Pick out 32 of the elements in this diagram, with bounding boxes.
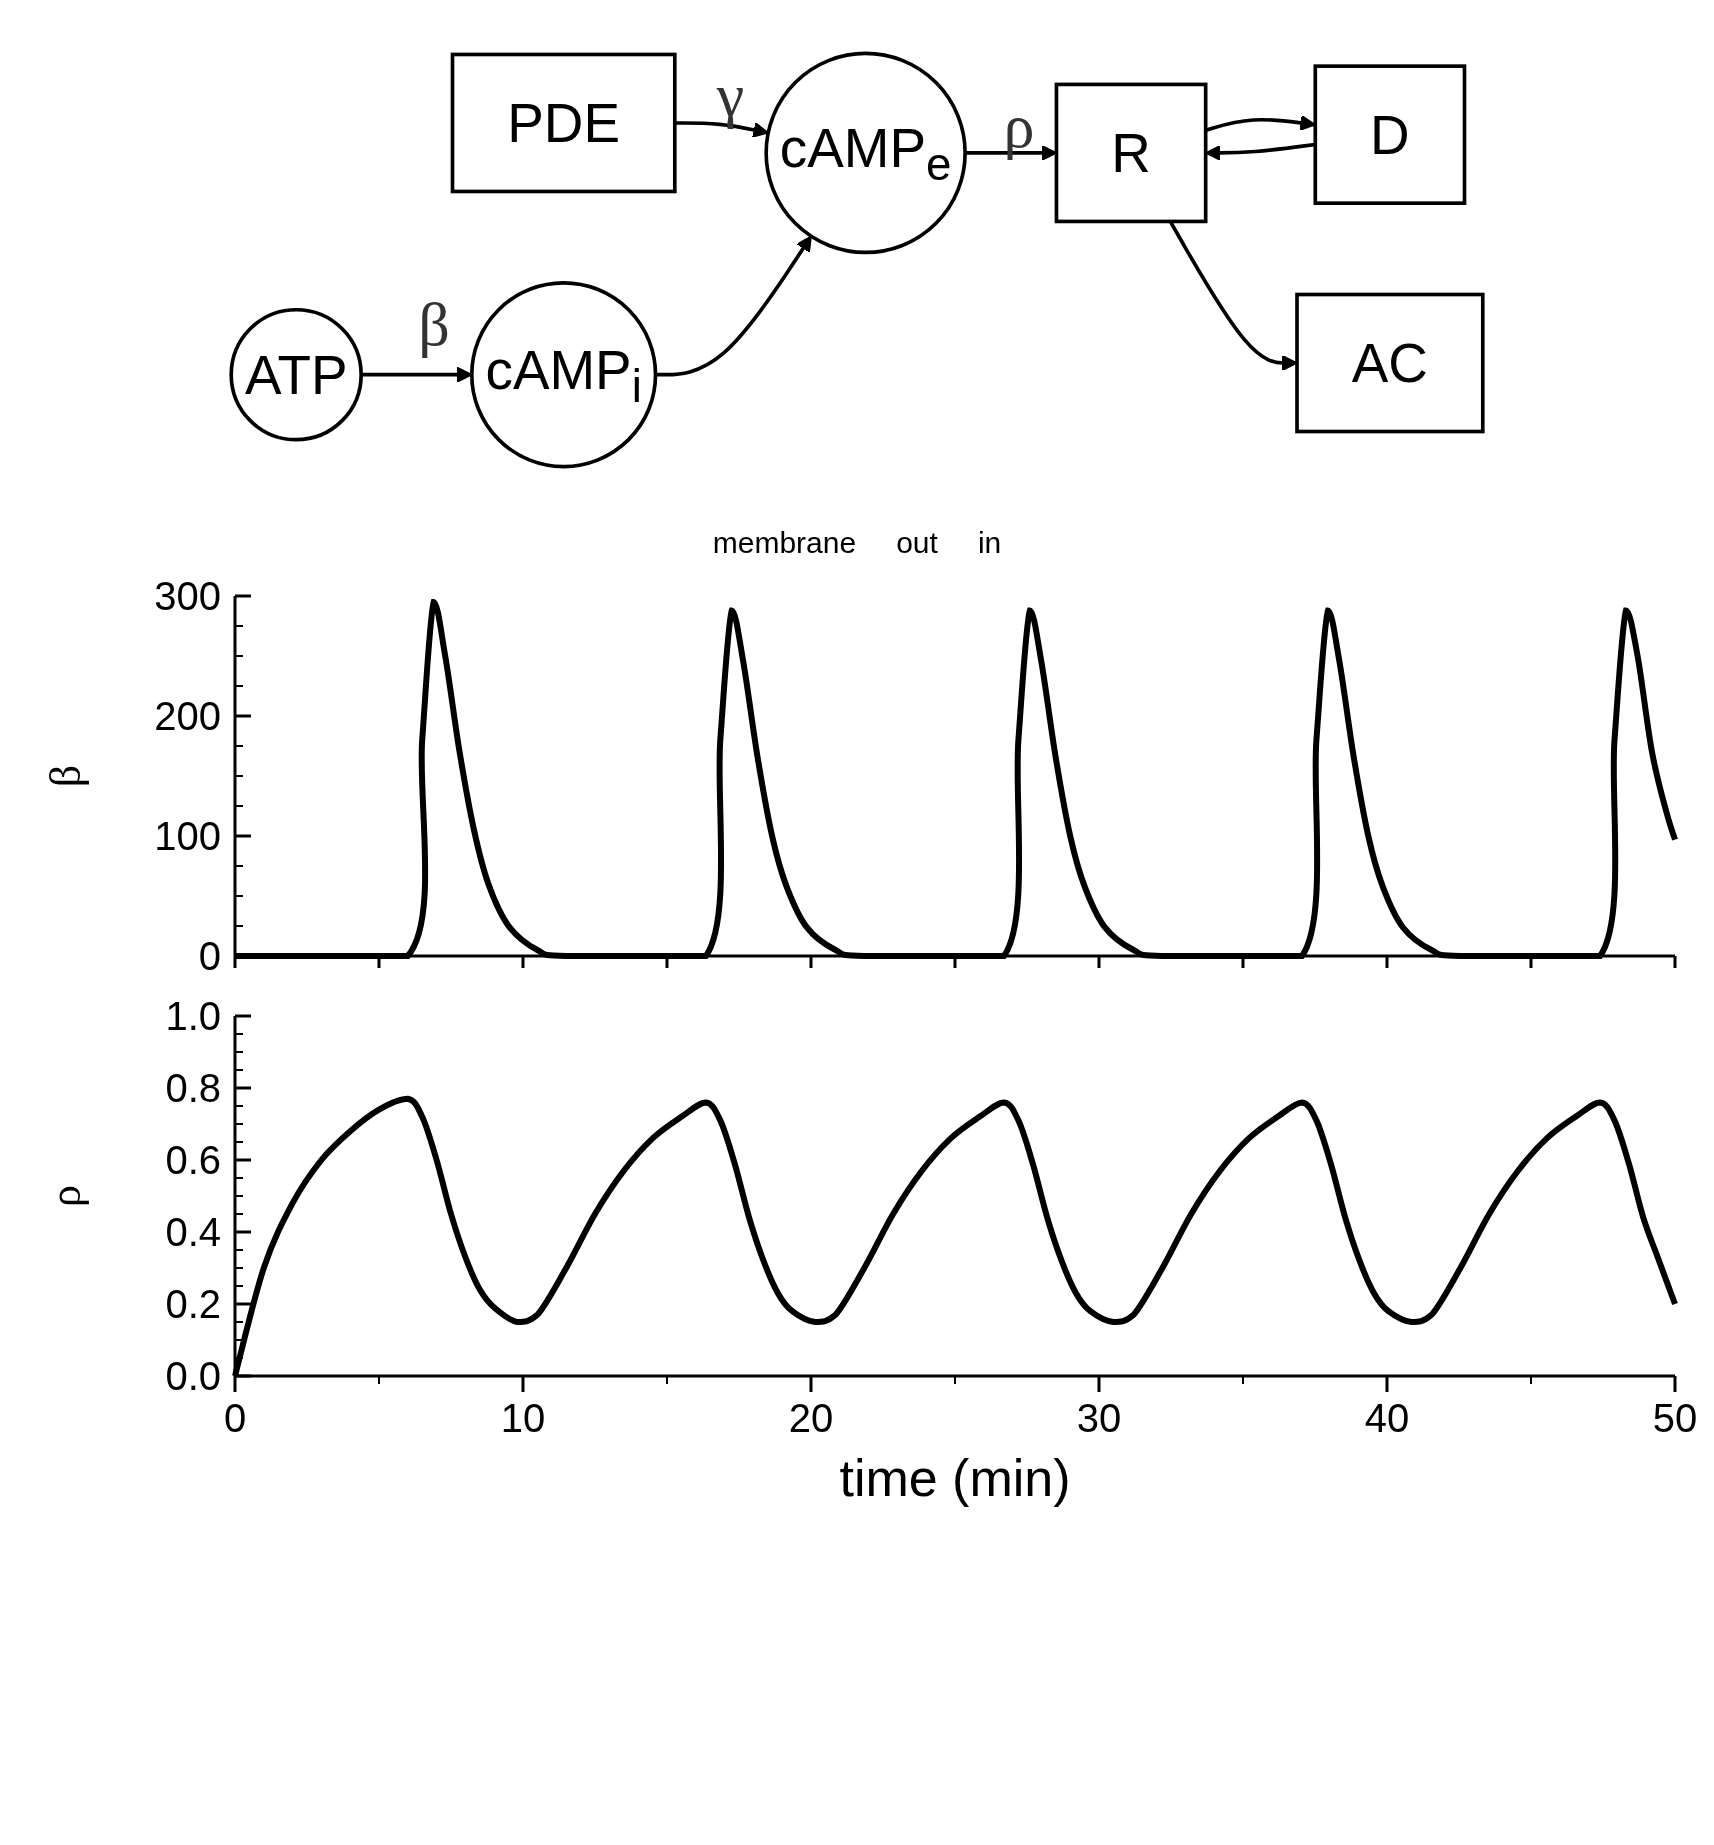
tick-label: 200 <box>154 694 221 738</box>
node-box: D <box>1313 64 1467 205</box>
tick-label: 0.0 <box>165 1354 221 1398</box>
tick-label: 100 <box>154 814 221 858</box>
node-circle: cAMP$_{e}$ <box>764 51 967 255</box>
tick-label: 300 <box>154 574 221 618</box>
node-box: AC <box>1295 292 1485 434</box>
tick-label: 0.4 <box>165 1210 221 1254</box>
greek-symbol-label: ρ <box>1003 91 1035 160</box>
axis-label: time (min) <box>839 1449 1071 1507</box>
axis-label: β <box>41 764 90 788</box>
tick-label: 0.6 <box>165 1138 221 1182</box>
tick-label: 0 <box>223 1396 247 1440</box>
tick-label: 0.2 <box>165 1282 221 1326</box>
tick-label: 0.8 <box>165 1066 221 1110</box>
region-label: in <box>977 526 1002 560</box>
tick-label: 30 <box>1076 1396 1122 1440</box>
node-box: PDE <box>450 52 677 194</box>
tick-label: 0 <box>198 934 221 978</box>
tick-label: 40 <box>1364 1396 1410 1440</box>
region-label: out <box>896 526 938 560</box>
axis-label: ρ <box>41 1185 90 1207</box>
node-box: R <box>1054 82 1208 224</box>
node-circle: cAMP$_{i}$ <box>469 281 658 469</box>
tick-label: 20 <box>788 1396 834 1440</box>
region-label: membrane <box>712 526 857 560</box>
tick-label: 1.0 <box>165 994 221 1038</box>
tick-label: 50 <box>1652 1396 1698 1440</box>
tick-label: 10 <box>500 1396 546 1440</box>
greek-symbol-label: β <box>418 289 450 358</box>
node-circle: ATP <box>229 307 363 442</box>
greek-symbol-label: γ <box>716 60 745 129</box>
